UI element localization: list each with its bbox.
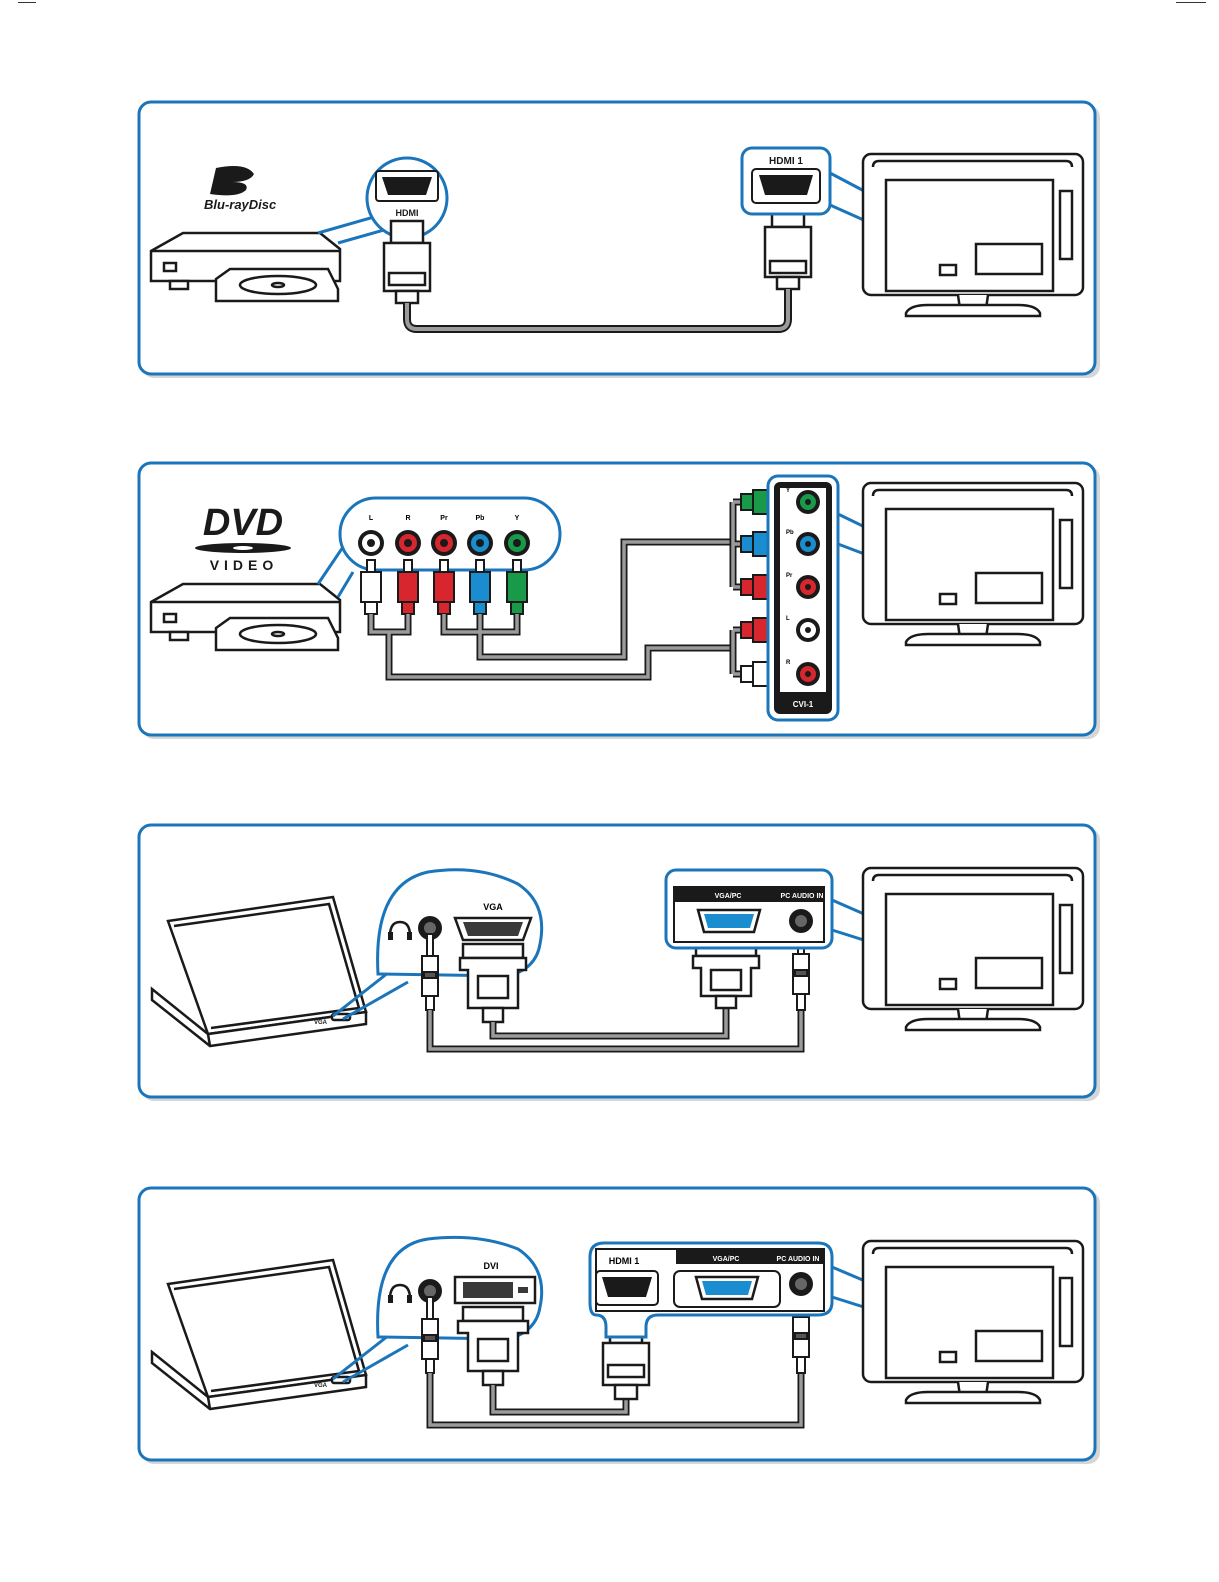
- source-jack-l: [358, 530, 384, 556]
- tv-hdmi-label: HDMI 1: [769, 156, 803, 167]
- source-label-pr: Pr: [440, 515, 448, 522]
- tv-hdmi-port-icon: [596, 1271, 658, 1305]
- panel-laptop-vga: VGA VGA: [138, 824, 1098, 1099]
- dvd-component-diagram: DVD VIDEO L R Pr Pb Y: [138, 462, 1098, 737]
- hdmi-plug-tv: [765, 205, 811, 289]
- tv-label-r: R: [786, 660, 791, 666]
- source-hdmi-label: HDMI: [396, 208, 419, 218]
- source-jack-r: [395, 530, 421, 556]
- source-dvi-label: DVI: [483, 1261, 498, 1271]
- source-label-pb: Pb: [476, 515, 485, 522]
- laptop-dvi-diagram: VGA DVI: [138, 1187, 1098, 1462]
- source-jack-pr: [431, 530, 457, 556]
- tv-jack-l: [796, 618, 820, 642]
- crop-mark-left: [18, 2, 36, 3]
- dvd-logo-text: DVD: [203, 502, 283, 544]
- tv-jack-pr: [796, 575, 820, 599]
- source-jack-pb: [467, 530, 493, 556]
- source-label-y: Y: [515, 515, 520, 522]
- tv-vga-label: VGA/PC: [715, 893, 742, 900]
- tv-hdmi-label: HDMI 1: [609, 1256, 640, 1266]
- tv-jack-r: [796, 662, 820, 686]
- panel-dvd-component: DVD VIDEO L R Pr Pb Y: [138, 462, 1098, 737]
- panel-bluray-hdmi: Blu-rayDisc HDMI HDMI 1: [138, 101, 1098, 376]
- panel-laptop-dvi: VGA DVI: [138, 1187, 1098, 1462]
- tv-rear: [863, 868, 1083, 1030]
- source-jack-y: [504, 530, 530, 556]
- hdmi-port-icon: [382, 177, 432, 195]
- laptop-vga-marking: VGA: [314, 1383, 328, 1389]
- crop-mark-right: [1176, 2, 1206, 3]
- source-vga-label: VGA: [483, 902, 503, 912]
- laptop-vga-marking: VGA: [314, 1020, 328, 1026]
- tv-cvi-callout: Y Pb Pr L R CVI-1: [768, 476, 838, 720]
- tv-label-y: Y: [786, 488, 790, 494]
- hdmi-plug-source: [384, 221, 430, 303]
- source-label-r: R: [405, 515, 410, 522]
- tv-rear: [863, 154, 1083, 316]
- tv-jack-y: [796, 490, 820, 514]
- tv-audio-label: PC AUDIO IN: [777, 1256, 820, 1263]
- dvd-logo-subtext: VIDEO: [210, 557, 279, 573]
- tv-label-l: L: [786, 616, 790, 622]
- laptop-vga-diagram: VGA VGA: [138, 824, 1098, 1099]
- tv-audio-label: PC AUDIO IN: [781, 893, 824, 900]
- tv-label-pb: Pb: [786, 530, 794, 536]
- tv-vga-port-icon: [674, 1271, 780, 1307]
- tv-audio-in-jack: [789, 1272, 813, 1296]
- dvd-logo: DVD VIDEO: [195, 502, 291, 573]
- hdmi-port-icon: [759, 175, 813, 195]
- tv-audio-in-jack: [789, 909, 813, 933]
- tv-jack-pb: [796, 532, 820, 556]
- source-label-l: L: [369, 515, 374, 522]
- tv-rear: [863, 1241, 1083, 1403]
- tv-hdmi-callout: HDMI 1: [742, 148, 830, 214]
- tv-rear: [863, 483, 1083, 645]
- tv-vga-callout: VGA/PC PC AUDIO IN: [666, 870, 832, 948]
- vga-port-icon: [455, 918, 531, 940]
- tv-vga-port-icon: [698, 910, 760, 932]
- tv-label-pr: Pr: [786, 573, 793, 579]
- bluray-hdmi-diagram: Blu-rayDisc HDMI HDMI 1: [138, 101, 1098, 376]
- dvd-player: [151, 584, 340, 650]
- bluray-logo-text: Blu-rayDisc: [204, 197, 277, 212]
- dvi-port-icon: [455, 1277, 535, 1303]
- tv-cvi-label: CVI-1: [793, 700, 814, 709]
- tv-vga-label: VGA/PC: [713, 1256, 740, 1263]
